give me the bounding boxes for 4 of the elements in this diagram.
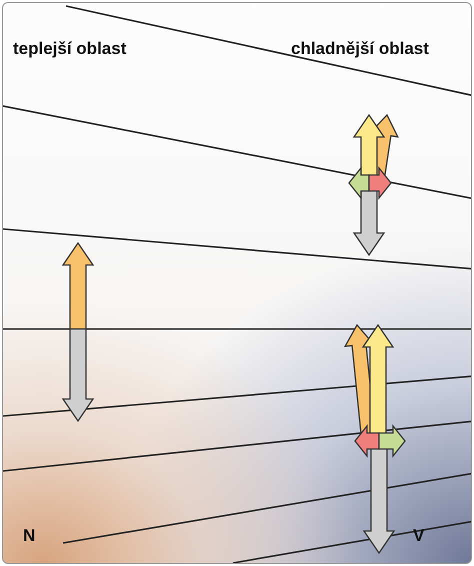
region-label: teplejší oblast xyxy=(13,39,126,59)
direction-label: V xyxy=(413,526,424,546)
region-label: chladnější oblast xyxy=(291,39,429,59)
direction-label: N xyxy=(23,526,36,546)
